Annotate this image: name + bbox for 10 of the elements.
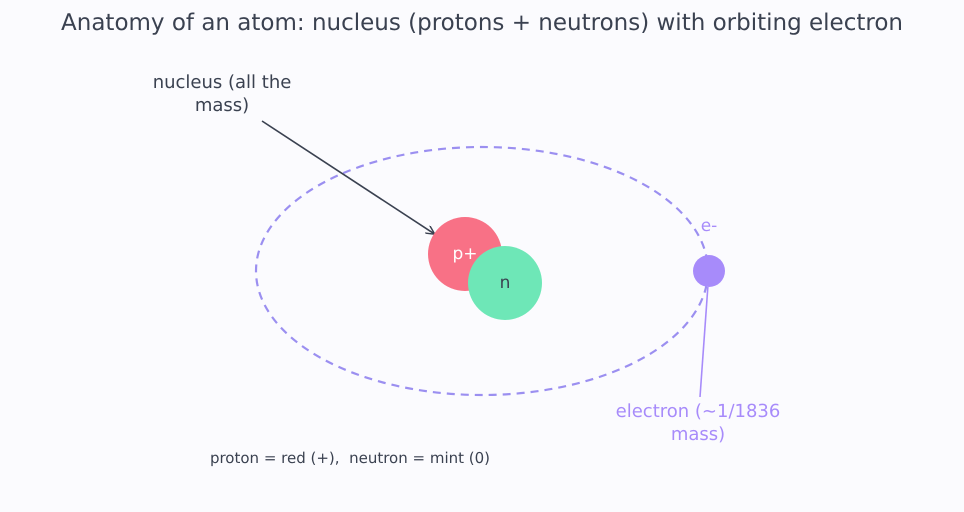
title: Anatomy of an atom: nucleus (protons + neutrons) with orbiting electron — [60, 10, 904, 36]
circle-label: p+ — [452, 244, 478, 264]
circle-label: n — [500, 273, 510, 293]
leader-line — [699, 286, 709, 398]
electron-label: e- — [700, 216, 718, 236]
electron-circle — [693, 255, 725, 287]
annotation-text: nucleus (all the mass) — [132, 72, 312, 117]
annotation-text: electron (~1/1836 mass) — [603, 401, 793, 446]
arrow — [262, 120, 436, 235]
note-text: proton = red (+), neutron = mint (0) — [208, 449, 492, 467]
